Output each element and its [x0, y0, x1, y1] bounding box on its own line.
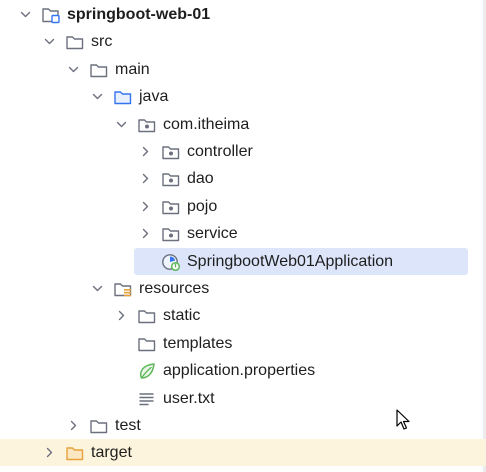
tree-item-label: main [115, 60, 150, 78]
tree-item-label: test [115, 417, 141, 434]
tree-item-application-properties[interactable]: application.properties [0, 357, 486, 384]
chevron-right-icon[interactable] [139, 145, 152, 158]
tree-item-label: controller [187, 143, 253, 160]
tree-item-label: springboot-web-01 [67, 6, 211, 23]
chevron-down-icon[interactable] [91, 90, 104, 103]
tree-item-label: user.txt [163, 389, 215, 407]
tree-item-label: src [91, 33, 113, 51]
package-icon [162, 228, 180, 242]
tree-item-main[interactable]: main [0, 56, 486, 83]
spring-boot-class-icon [162, 253, 181, 271]
tree-item-target[interactable]: target [0, 439, 486, 467]
tree-item-dao[interactable]: dao [0, 165, 486, 192]
excluded-folder-icon [66, 447, 84, 461]
resources-folder-icon [114, 283, 132, 297]
tree-item-label: com.itheima [163, 115, 250, 133]
tree-item-java[interactable]: java [0, 83, 486, 110]
tree-item-label: target [91, 444, 132, 462]
chevron-down-icon[interactable] [67, 63, 80, 76]
tree-item-label: SpringbootWeb01Application [187, 252, 394, 270]
tree-item-springboot-web-01[interactable]: springboot-web-01 [0, 1, 486, 28]
tree-item-service[interactable]: service [0, 220, 486, 247]
chevron-right-icon[interactable] [139, 200, 152, 213]
tree-item-static[interactable]: static [0, 302, 486, 329]
tree-item-label: pojo [187, 197, 218, 215]
chevron-down-icon[interactable] [91, 282, 104, 295]
selection-highlight [134, 247, 468, 275]
tree-item-label: dao [187, 170, 214, 188]
chevron-right-icon[interactable] [43, 446, 56, 459]
chevron-right-icon[interactable] [67, 419, 80, 432]
folder-icon [90, 420, 108, 434]
spring-properties-icon [139, 363, 155, 379]
folder-icon [138, 310, 156, 324]
tree-item-springbootweb01application[interactable]: SpringbootWeb01Application [0, 247, 486, 275]
tree-item-label: application.properties [163, 362, 316, 380]
chevron-right-icon[interactable] [139, 172, 152, 185]
chevron-down-icon[interactable] [43, 35, 56, 48]
tree-item-pojo[interactable]: pojo [0, 193, 486, 220]
tree-item-user-txt[interactable]: user.txt [0, 385, 486, 412]
tree-item-com-itheima[interactable]: com.itheima [0, 111, 486, 138]
text-file-icon [139, 392, 154, 405]
mouse-cursor-icon [396, 409, 410, 430]
tree-item-label: service [187, 225, 238, 243]
chevron-down-icon[interactable] [115, 118, 128, 131]
chevron-right-icon[interactable] [115, 309, 128, 322]
tree-item-label: templates [163, 334, 233, 352]
package-icon [162, 201, 180, 214]
tree-item-templates[interactable]: templates [0, 330, 486, 357]
package-icon [162, 173, 180, 187]
chevron-right-icon[interactable] [139, 227, 152, 240]
tree-item-src[interactable]: src [0, 28, 486, 55]
tree-item-label: resources [139, 280, 210, 297]
package-icon [138, 118, 156, 132]
tree-item-label: static [163, 307, 201, 325]
scrollbar[interactable] [483, 0, 486, 472]
folder-icon [138, 338, 156, 351]
source-folder-icon [114, 91, 132, 105]
folder-icon [90, 64, 108, 77]
tree-item-controller[interactable]: controller [0, 138, 486, 165]
chevron-down-icon[interactable] [19, 8, 32, 21]
package-icon [162, 146, 180, 160]
tree-item-label: java [139, 88, 169, 106]
folder-icon [66, 36, 84, 50]
tree-item-resources[interactable]: resources [0, 275, 486, 302]
tree-item-test[interactable]: test [0, 412, 486, 439]
module-folder-icon [42, 8, 60, 24]
